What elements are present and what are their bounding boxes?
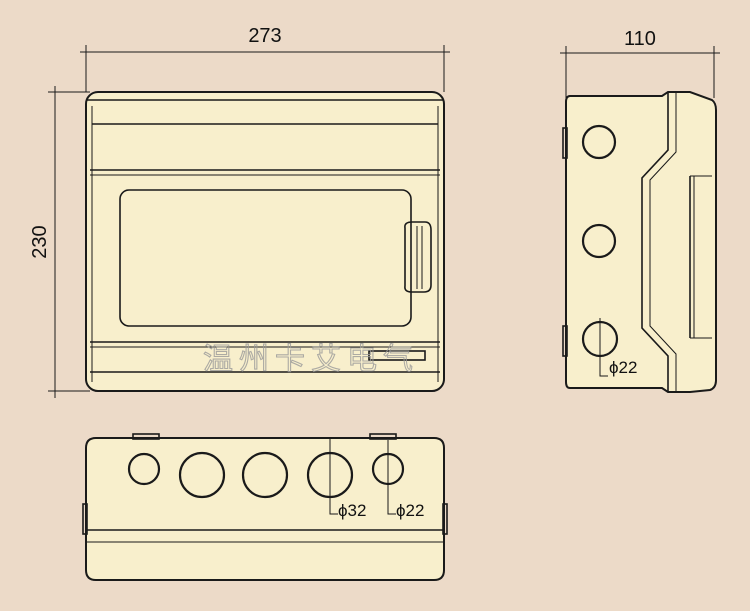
depth-dimension: 110 (560, 28, 720, 98)
bottom-small-hole-label: ϕ22 (396, 501, 424, 520)
watermark: 温州卡艾电气 (203, 342, 419, 377)
bottom-view: ϕ32 ϕ22 (82, 433, 448, 581)
width-label: 273 (248, 25, 281, 47)
height-dimension: 230 (29, 86, 90, 398)
side-hole-label: ϕ22 (609, 358, 637, 377)
label-slot (368, 350, 426, 361)
front-enclosure (85, 91, 445, 392)
side-hole-middle (581, 223, 617, 259)
front-view: 273 230 (29, 25, 450, 398)
side-hole-top (581, 124, 617, 160)
front-window (119, 189, 412, 327)
depth-label: 110 (624, 28, 656, 50)
width-dimension: 273 (80, 25, 450, 92)
bottom-hole-3 (241, 451, 289, 499)
side-enclosure (565, 91, 717, 393)
side-view: 110 ϕ22 (560, 28, 720, 393)
door-latch (404, 221, 432, 293)
bottom-hole-2 (178, 451, 226, 499)
bottom-enclosure (85, 437, 445, 581)
bottom-large-hole-label: ϕ32 (338, 501, 366, 520)
height-label: 230 (29, 225, 51, 258)
bottom-hole-1 (127, 452, 161, 486)
